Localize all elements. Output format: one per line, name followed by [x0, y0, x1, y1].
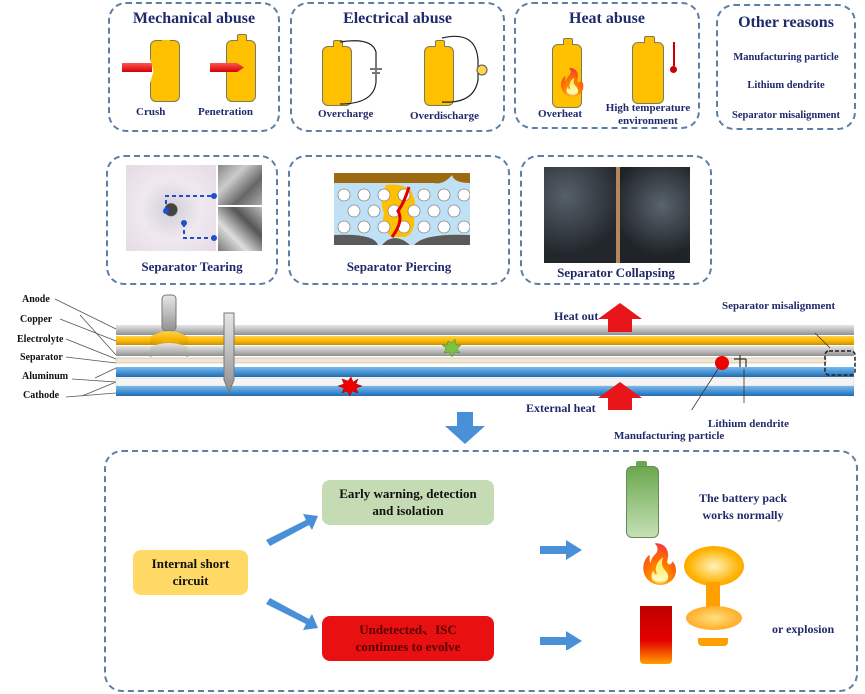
separator-layer [115, 357, 827, 364]
penetration-label: Penetration [198, 106, 253, 118]
lithium-dendrite-label: Lithium dendrite [747, 80, 825, 91]
flame-icon: 🔥 [556, 68, 589, 97]
fire-icon: 🔥 [636, 544, 684, 586]
bad-outcome-arrow-icon [540, 631, 582, 650]
bulb-circuit-icon [441, 35, 488, 103]
anode-layer-bottom [116, 346, 854, 356]
aluminum-cathode-top [116, 367, 854, 377]
separator-misalignment-label: Separator misalignment [731, 110, 840, 121]
overcharge-label: Overcharge [318, 108, 374, 120]
layer-label-aluminum: Aluminum [22, 371, 69, 382]
isc-outcome-panel [104, 450, 858, 692]
cell-cross-section [54, 294, 856, 410]
collapsing-photo-left [544, 167, 616, 263]
piercing-illustration [334, 173, 470, 245]
other-reasons-panel: Other reasons Manufacturing particle Lit… [716, 4, 856, 130]
high-temperature-label: High temperature environment [605, 102, 691, 127]
collapsing-crack [616, 167, 620, 263]
crush-label: Crush [136, 106, 166, 118]
healthy-battery-icon [626, 466, 659, 538]
crush-indenter-icon [161, 294, 177, 332]
heat-out-label: Heat out [554, 309, 599, 323]
electrical-abuse-title: Electrical abuse [343, 10, 452, 27]
separator-misalignment-annotation: Separator misalignment [722, 300, 836, 312]
layer-label-copper: Copper [20, 314, 53, 325]
manufacturing-particle-dot [715, 356, 729, 370]
tearing-callout-lines [163, 193, 217, 241]
early-warning-box: Early warning, detection and isolation [322, 480, 494, 525]
crush-arrow-icon [122, 63, 152, 72]
layer-label-electrolyte: Electrolyte [17, 334, 64, 345]
charger-circuit-icon [339, 40, 382, 105]
anode-layer-top [116, 325, 854, 335]
other-reasons-title: Other reasons [738, 14, 834, 31]
penetration-nail-icon [210, 63, 244, 72]
heat-out-arrow-icon [598, 303, 642, 332]
battery-icon [632, 36, 664, 104]
up-branch-arrow-icon [266, 514, 318, 546]
separator-tearing-panel: Separator Tearing [106, 155, 278, 285]
mechanical-abuse-title: Mechanical abuse [132, 10, 256, 27]
undetected-isc-box: Undetected、ISC continues to evolve [322, 616, 494, 661]
lithium-dendrite-annotation: Lithium dendrite [708, 418, 789, 430]
works-normally-label: The battery pack works normally [699, 491, 787, 522]
layer-label-cathode: Cathode [23, 390, 60, 401]
separator-tearing-label: Separator Tearing [141, 259, 243, 274]
external-heat-label: External heat [526, 401, 596, 415]
external-heat-arrow-icon [598, 382, 642, 410]
layer-label-anode: Anode [22, 294, 50, 305]
or-explosion-label: or explosion [772, 622, 835, 636]
good-outcome-arrow-icon [540, 540, 582, 560]
heat-abuse-title: Heat abuse [569, 10, 645, 27]
thermometer-bulb-icon [670, 66, 677, 73]
green-particle-icon [441, 338, 462, 358]
separator-collapsing-panel: Separator Collapsing [520, 155, 712, 285]
cathode-layer-bottom [116, 386, 854, 396]
tearing-photo [126, 165, 216, 251]
separator-collapsing-label: Separator Collapsing [557, 265, 675, 280]
lithium-dendrite-icon [734, 355, 747, 367]
internal-short-circuit-box: Internal short circuit [133, 550, 248, 595]
misalignment-box [824, 350, 856, 376]
healthy-battery-cap [636, 461, 647, 466]
layer-label-separator: Separator [20, 352, 63, 363]
thermometer-icon [673, 42, 675, 66]
heat-abuse-panel: Heat abuse 🔥 Overheat High temperature e… [514, 2, 700, 129]
overheat-label: Overheat [538, 108, 582, 120]
branch-arrows [266, 514, 582, 650]
manufacturing-particle-annotation: Manufacturing particle [614, 430, 725, 442]
overdischarge-label: Overdischarge [410, 110, 480, 122]
burning-battery-icon [640, 606, 672, 664]
battery-icon [322, 40, 352, 106]
separator-piercing-panel: Separator Piercing [288, 155, 510, 285]
sem-image-top [218, 165, 262, 205]
collapsing-photo-right [620, 167, 690, 263]
sem-image-bottom [218, 207, 262, 251]
overheat-battery-icon [552, 38, 582, 108]
manufacturing-particle-label: Manufacturing particle [733, 52, 839, 63]
electrical-abuse-panel: Electrical abuse Overcharge Overdischarg… [290, 2, 505, 132]
red-particle-icon [337, 376, 363, 397]
down-branch-arrow-icon [266, 598, 318, 630]
mechanical-abuse-panel: Mechanical abuse Crush Penetration [108, 2, 280, 132]
separator-piercing-label: Separator Piercing [346, 259, 452, 274]
battery-icon [424, 40, 454, 106]
down-arrow-icon [445, 412, 485, 444]
explosion-icon [680, 546, 748, 646]
copper-layer [116, 336, 854, 345]
crushed-battery-icon [150, 40, 180, 102]
penetration-nail-icon [223, 312, 235, 394]
